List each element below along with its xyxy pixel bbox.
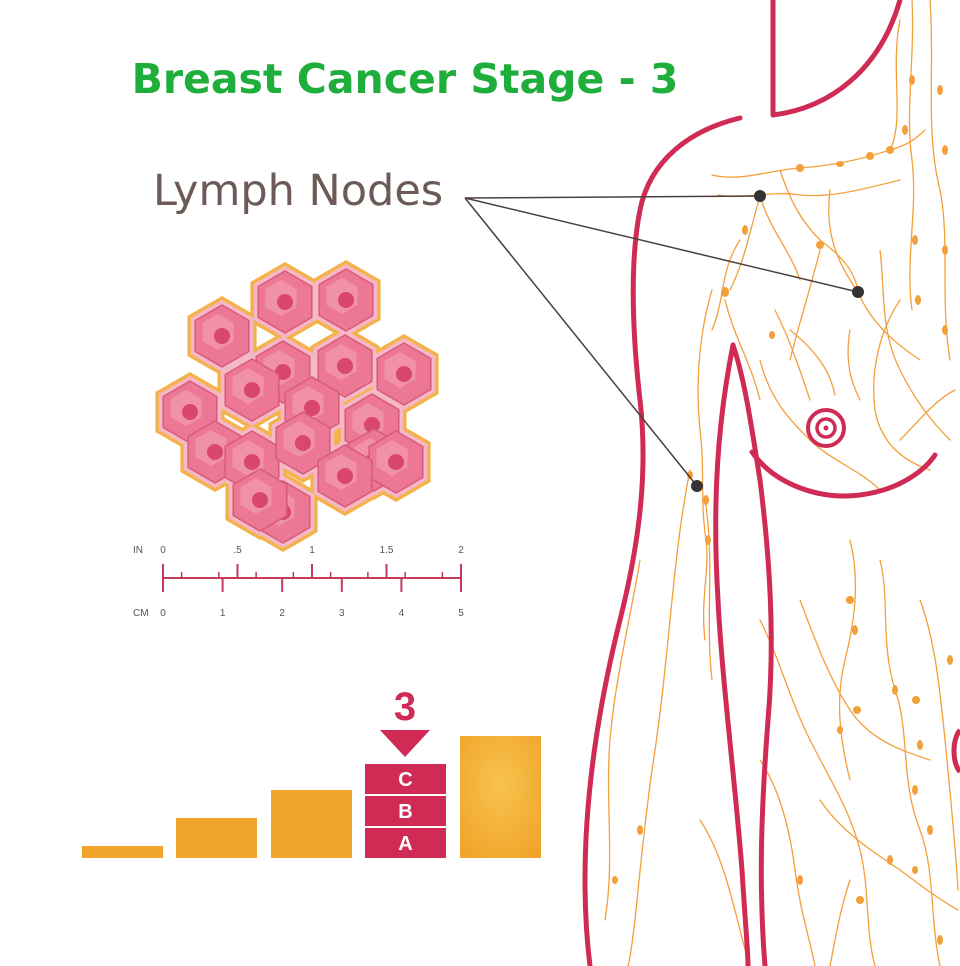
lymphatic-network bbox=[604, 0, 959, 966]
cancer-cell bbox=[224, 358, 280, 422]
ruler-cm-label: CM bbox=[133, 608, 149, 619]
cancer-cell bbox=[162, 380, 218, 444]
ruler-cm-tick: 0 bbox=[160, 608, 166, 619]
cancer-cell bbox=[346, 428, 402, 492]
ruler-cm-tick: 2 bbox=[279, 608, 285, 619]
cell-nucleus bbox=[214, 328, 230, 344]
cell-cluster-border bbox=[155, 260, 439, 552]
arm-inner-contour bbox=[713, 342, 751, 966]
cell-nucleus bbox=[304, 400, 320, 416]
stage-bar-4 bbox=[460, 736, 541, 858]
cell-nucleus bbox=[207, 444, 223, 460]
cancer-cell bbox=[275, 411, 331, 475]
cell-nucleus bbox=[277, 294, 293, 310]
cancer-cell bbox=[318, 268, 374, 332]
cell-nucleus bbox=[275, 364, 291, 380]
cancer-cell bbox=[368, 430, 424, 494]
lymph-node-dots bbox=[612, 75, 953, 945]
ruler-in-tick: 1 bbox=[309, 545, 315, 556]
cell-cluster bbox=[155, 260, 439, 552]
cell-nucleus bbox=[388, 454, 404, 470]
cell-nucleus bbox=[337, 468, 353, 484]
cell-nucleus bbox=[252, 492, 268, 508]
cell-nucleus bbox=[244, 382, 260, 398]
cancer-cell bbox=[224, 430, 280, 494]
cell-nucleus bbox=[366, 452, 382, 468]
cancer-cell bbox=[232, 468, 288, 532]
stage-sublevel-label: A bbox=[398, 833, 412, 855]
cell-nucleus bbox=[275, 504, 291, 520]
cancer-cell bbox=[255, 340, 311, 404]
cancer-cell bbox=[194, 304, 250, 368]
cancer-cell bbox=[187, 420, 243, 484]
ruler-in-tick: .5 bbox=[233, 545, 242, 556]
stage-bar-2 bbox=[271, 790, 352, 858]
ruler-cm-tick: 4 bbox=[399, 608, 405, 619]
ruler-in-tick: 2 bbox=[458, 545, 464, 556]
stage-marker-arrow bbox=[380, 730, 430, 757]
cancer-cell bbox=[376, 342, 432, 406]
cell-nucleus bbox=[396, 366, 412, 382]
cell-nucleus bbox=[295, 435, 311, 451]
stage-marker-number: 3 bbox=[394, 685, 416, 729]
ruler-in-label: IN bbox=[133, 545, 143, 556]
ruler-cm-tick: 1 bbox=[220, 608, 226, 619]
stage-bar-3: CBA bbox=[365, 764, 446, 858]
stage-sublevel-a bbox=[365, 828, 446, 858]
ruler-cm-tick: 5 bbox=[458, 608, 464, 619]
page-title: Breast Cancer Stage - 3 bbox=[131, 55, 679, 103]
callout-dot-arm bbox=[691, 480, 703, 492]
cancer-cell bbox=[344, 393, 400, 457]
stage-sublevel-b bbox=[365, 796, 446, 826]
cancer-cell bbox=[257, 270, 313, 334]
cancer-cell bbox=[317, 334, 373, 398]
lymph-callout-lines bbox=[464, 190, 864, 492]
right-body-edge bbox=[951, 728, 960, 774]
cell-nucleus bbox=[337, 358, 353, 374]
cell-bodies bbox=[162, 268, 432, 544]
ruler-in-tick: 0 bbox=[160, 545, 166, 556]
stage-sublevel-c bbox=[365, 764, 446, 794]
cancer-cell bbox=[317, 444, 373, 508]
callout-dot-breast bbox=[852, 286, 864, 298]
cell-nucleus bbox=[364, 417, 380, 433]
callout-dot-axillary bbox=[754, 190, 766, 202]
cell-nucleus bbox=[182, 404, 198, 420]
cancer-cell bbox=[284, 376, 340, 440]
cell-nucleus bbox=[338, 292, 354, 308]
stage-sublevel-label: C bbox=[398, 769, 412, 791]
breast-contour bbox=[749, 449, 938, 499]
ruler-in-tick: 1.5 bbox=[380, 545, 394, 556]
nipple-icon bbox=[806, 408, 846, 448]
ruler-cm-tick: 3 bbox=[339, 608, 345, 619]
stage-bar-0 bbox=[82, 846, 163, 858]
arm-outer-contour bbox=[730, 342, 774, 966]
lymph-nodes-label: Lymph Nodes bbox=[153, 166, 444, 216]
stage-sublevel-label: B bbox=[398, 801, 412, 823]
ruler: IN CM 0 .5 1 1.5 2 0 1 2 3 4 5 bbox=[133, 545, 464, 619]
torso-left-contour bbox=[582, 115, 743, 966]
cancer-cell bbox=[255, 480, 311, 544]
cell-nucleus bbox=[244, 454, 260, 470]
body-outline bbox=[582, 0, 938, 966]
stage-chart: 3 CBA bbox=[82, 685, 541, 858]
stage-bar-1 bbox=[176, 818, 257, 858]
